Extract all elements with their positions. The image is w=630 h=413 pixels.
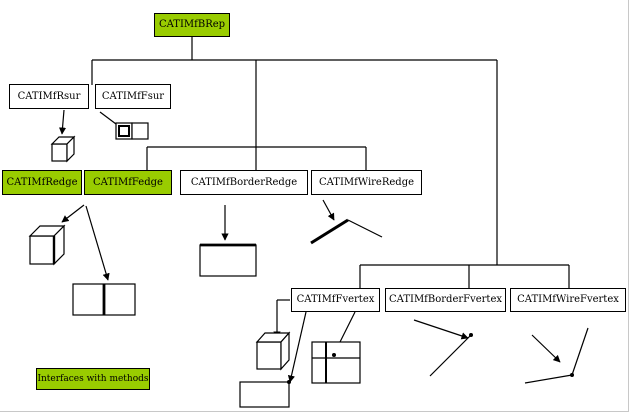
edge-connectors [146,146,367,170]
shared-edge-faces-icon [72,283,136,316]
node-border-redge: CATIMfBorderRedge [180,170,308,195]
cube-icon-small [50,135,76,163]
node-fsur: CATIMfFsur [95,84,171,109]
node-brep: CATIMfBRep [154,13,230,37]
arrow-border-fvertex [413,319,469,340]
face-pair-icon [115,122,149,140]
cube-icon-large [28,224,66,266]
border-vertex-wire-icon [429,333,473,377]
node-fedge: CATIMfFedge [84,170,172,195]
arrow-redge-to-solid [61,204,85,223]
vertex-connectors [359,264,570,288]
node-redge: CATIMfRedge [2,170,82,195]
arrow-fvertex-to-face [287,311,307,383]
node-fvertex: CATIMfFvertex [291,288,380,312]
vertex-face-icon [239,380,291,408]
border-edge-face-icon [199,243,257,277]
arrow-wire-redge-to-wire [322,199,335,221]
arrows [58,109,561,383]
brep-connectors [91,36,498,265]
arrow-fedge-to-faces [85,205,110,281]
wire-vertex-icon [524,327,589,384]
node-border-fvertex: CATIMfBorderFvertex [385,288,506,312]
node-rsur: CATIMfRsur [9,84,89,109]
node-wire-redge: CATIMfWireRedge [311,170,422,195]
vertex-cube-icon [255,331,291,371]
arrow-rsur-to-solid [58,109,67,135]
arrow-wire-fvertex [531,334,561,363]
node-wire-fvertex: CATIMfWireFvertex [510,288,626,312]
legend-interfaces-with-methods: Interfaces with methods [36,368,150,390]
vertex-grid-icon [311,341,361,384]
wire-edge-icon [310,218,383,245]
